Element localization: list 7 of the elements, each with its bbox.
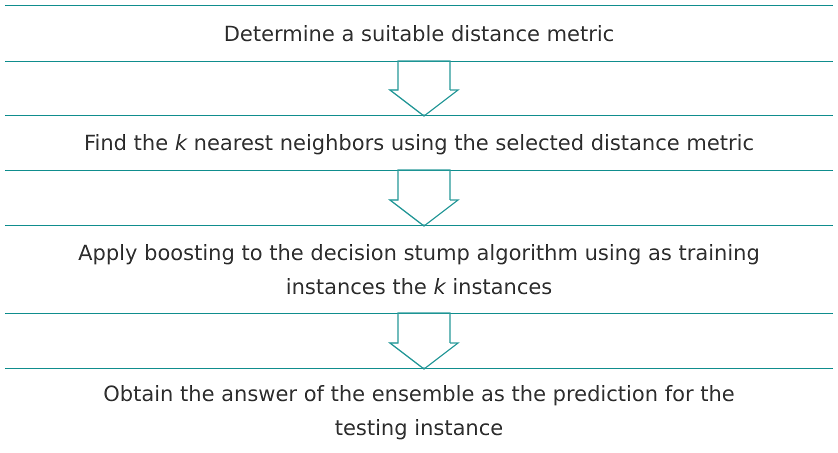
step-text: Obtain the answer of the ensemble as the prediction for the testing instance [102,381,736,442]
step-text: Determine a suitable distance metric [222,20,616,48]
step-text: Find the k nearest neighbors using the selected distance metric [82,130,755,157]
step-band [5,115,833,171]
step-text: Apply boosting to the decision stump algorithm using as training instances the k instances [77,240,761,300]
step-band [5,5,833,62]
step-band [5,225,833,314]
